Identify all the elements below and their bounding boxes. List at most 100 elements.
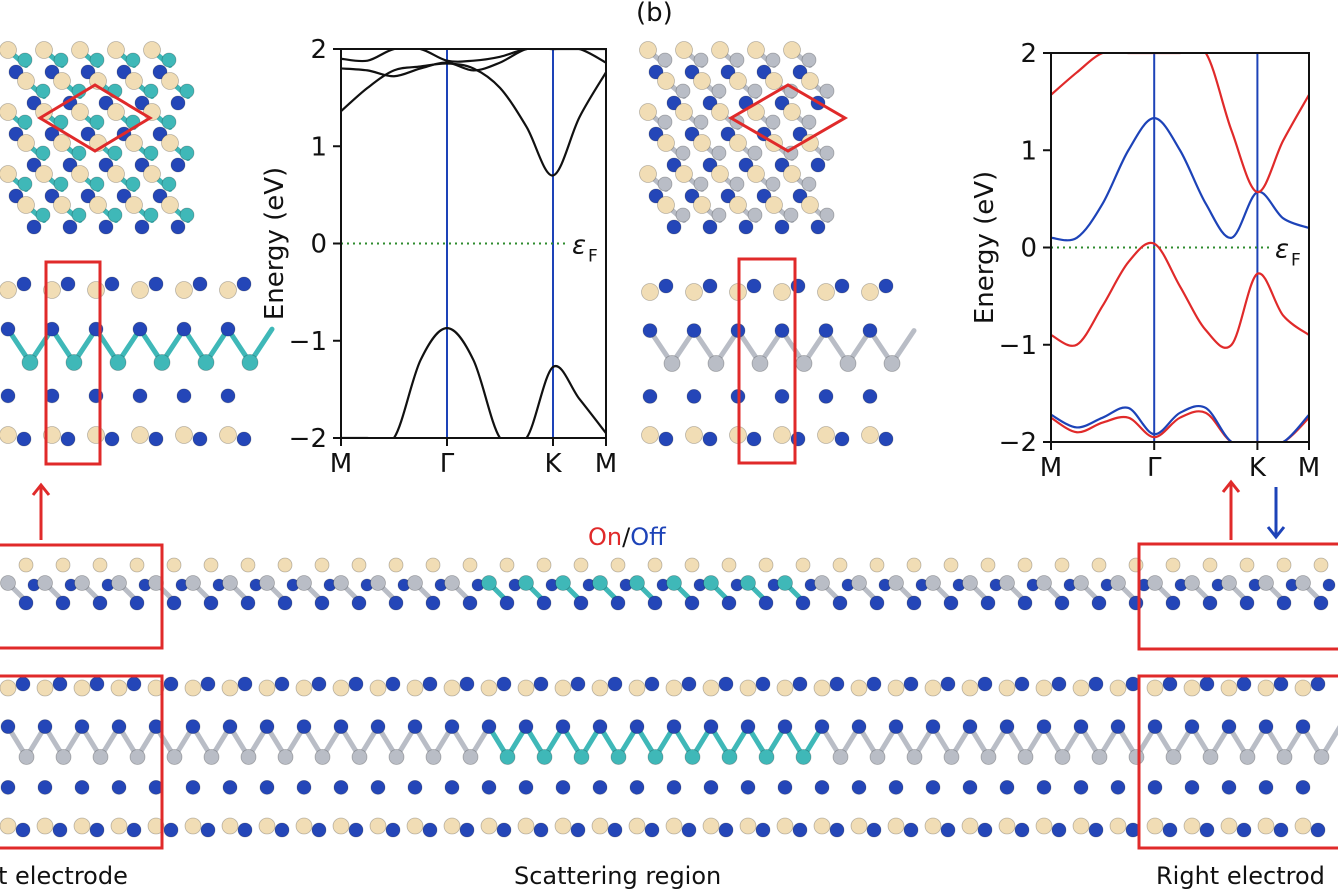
top-view-right-atom-m (765, 52, 781, 68)
ribbon-top-atom-m (1147, 575, 1163, 591)
side-view-left-atom-m (109, 354, 127, 371)
ribbon-top-atom-c (92, 557, 108, 573)
ribbon-side-atom-m (1276, 749, 1293, 765)
ribbon-side-atom-b (1051, 676, 1067, 692)
chart-left-ytick-label: 0 (310, 230, 327, 260)
arrow-up-right (1221, 479, 1241, 540)
ribbon-side-atom-b (370, 719, 386, 735)
ribbon-side-atom-m (18, 749, 35, 765)
side-view-right-atom-b (746, 278, 762, 294)
ribbon-top-atom-b (314, 595, 330, 611)
ribbon-side-atom-b (644, 676, 660, 692)
ribbon-side-atom-c (221, 817, 239, 835)
ribbon-side-atom-m (980, 749, 997, 765)
arrow-up-left-head (31, 482, 51, 496)
ribbon-side-atom-c (295, 817, 313, 835)
side-view-left-atom-b (220, 321, 236, 337)
ribbon-side-atom-b (814, 779, 830, 795)
ribbon-side-atom-b (1236, 822, 1252, 838)
top-view-right-atom-b (684, 64, 700, 80)
top-view-left-atom-b (134, 157, 150, 173)
ribbon-side-atom-b (740, 779, 756, 795)
top-view-left-atom-c (17, 72, 35, 90)
ribbon-side-atom-b (333, 779, 349, 795)
ribbon-side-atom-c (1257, 817, 1275, 835)
top-view-left-atom-b (98, 219, 114, 235)
ribbon-top-atom-m (1110, 575, 1126, 591)
ribbon-side-atom-b (592, 719, 608, 735)
top-view-right-atom-b (666, 157, 682, 173)
ribbon-side-atom-b (274, 822, 290, 838)
ribbon-top-atom-b (277, 595, 293, 611)
ribbon-side-atom-b (481, 719, 497, 735)
top-view-right-atom-b (648, 126, 664, 142)
ribbon-side-atom-c (702, 679, 720, 697)
top-view-right-atom-c (693, 72, 711, 90)
ribbon-side-atom-b (718, 676, 734, 692)
ribbon-side-atom-c (961, 817, 979, 835)
ribbon-side-atom-b (1073, 779, 1089, 795)
side-view-right-atom-c (817, 283, 835, 301)
top-view-right-atom-c (783, 103, 801, 121)
top-view-right-atom-m (765, 176, 781, 192)
ribbon-top-atom-b (684, 595, 700, 611)
chart-right-ytick-label: 0 (1020, 234, 1037, 264)
side-view-right-atom-b (834, 431, 850, 447)
side-view-left-atom-c (219, 426, 237, 444)
ribbon-side-atom-c (591, 817, 609, 835)
ribbon-side-atom-c (1294, 817, 1312, 835)
top-view-right-atom-b (756, 188, 772, 204)
ribbon-side-atom-b (1310, 822, 1326, 838)
ribbon-side-atom-b (607, 822, 623, 838)
ribbon-side-atom-c (184, 679, 202, 697)
atomic-structures (0, 41, 1338, 838)
top-view-right-atom-b (756, 64, 772, 80)
side-view-left-atom-c (87, 281, 105, 299)
ribbon-side-atom-b (888, 779, 904, 795)
side-view-left-atom-m (197, 354, 215, 371)
side-view-left-atom-b (104, 276, 120, 292)
side-view-left-atom-c (175, 426, 193, 444)
ribbon-side-atom-b (52, 676, 68, 692)
ribbon-side-atom-b (1110, 719, 1126, 735)
electrode-frames (0, 83, 1338, 850)
ribbon-side-atom-c (480, 817, 498, 835)
ribbon-side-atom-b (222, 719, 238, 735)
top-view-left-atom-c (53, 72, 71, 90)
ribbon-side-atom-b (89, 676, 105, 692)
ribbon-side-atom-b (570, 676, 586, 692)
chart-right-ytick-label: 2 (1020, 39, 1037, 69)
top-view-left-atom-b (44, 64, 60, 80)
top-view-left-atom-b (152, 126, 168, 142)
top-view-right-atom-m (747, 83, 763, 99)
ribbon-side-atom-b (1221, 719, 1237, 735)
ribbon-top-atom-c (573, 557, 589, 573)
side-view-left-atom-b (236, 431, 252, 447)
top-view-right-atom-c (639, 165, 657, 183)
ribbon-side-atom-b (703, 779, 719, 795)
ribbon-top-atom-b (610, 595, 626, 611)
top-view-left-atom-c (143, 165, 161, 183)
ribbon-top-atom-c (869, 557, 885, 573)
ribbon-top-atom-b (1054, 595, 1070, 611)
ribbon-top-atom-c (388, 557, 404, 573)
side-view-left-atom-c (175, 281, 193, 299)
ribbon-side-atom-m (647, 749, 664, 765)
unit-cell-diamond-right (728, 83, 848, 153)
side-view-left-atom-b (60, 431, 76, 447)
top-view-left-atom-m (161, 114, 177, 130)
ribbon-side-atom-b (977, 822, 993, 838)
ribbon-top-atom-b (795, 595, 811, 611)
ribbon-side-atom-m (832, 749, 849, 765)
ribbon-side-atom-c (924, 817, 942, 835)
chart-left-xtick-label: M (330, 449, 352, 479)
ribbon-side-atom-b (1014, 822, 1030, 838)
top-view-right-atom-b (666, 95, 682, 111)
ribbon-side-atom-b (333, 719, 349, 735)
ribbon-side-atom-b (644, 822, 660, 838)
side-view-left-atom-m (153, 354, 171, 371)
side-view-right-atom-m (663, 355, 681, 372)
ribbon-side-atom-c (517, 679, 535, 697)
ribbon-side-atom-b (259, 779, 275, 795)
side-view-left-atom-c (131, 426, 149, 444)
